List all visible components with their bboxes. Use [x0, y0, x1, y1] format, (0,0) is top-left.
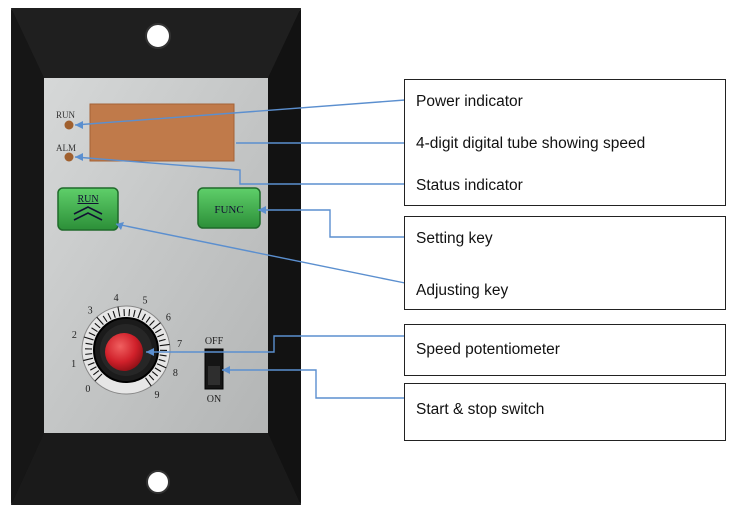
dial-tick	[156, 363, 167, 369]
leader-lines	[74, 99, 406, 399]
run-key[interactable]: RUN	[57, 187, 119, 231]
dial-tick	[159, 343, 170, 347]
indicator-callout-box	[404, 79, 726, 206]
dial-number-label: 4	[114, 293, 119, 304]
dial-number-label: 2	[72, 330, 77, 341]
dial-tick	[117, 306, 121, 317]
dial-number-label: 0	[85, 384, 90, 395]
alm-led	[64, 152, 74, 162]
dial-number-label: 7	[177, 339, 182, 350]
key-callout-box	[404, 216, 726, 310]
dial-tick	[158, 358, 166, 362]
setting-key-label: Setting key	[416, 230, 493, 247]
func-key-label: FUNC	[214, 204, 243, 216]
dial-tick	[85, 353, 93, 355]
dial-number-label: 6	[166, 313, 171, 324]
dial-number-label: 8	[173, 368, 178, 379]
dial-tick	[112, 310, 116, 318]
dial-tick	[83, 357, 94, 362]
run-led	[64, 120, 74, 130]
digital-tube-display	[90, 104, 234, 161]
speed-potentiometer-knob[interactable]	[105, 333, 143, 371]
dial-tick	[159, 354, 167, 357]
dial-tick	[145, 316, 151, 323]
switch-on-label: ON	[207, 394, 221, 405]
dial-number-label: 9	[154, 390, 159, 401]
dial-tick	[158, 338, 166, 342]
dial-tick	[83, 336, 94, 341]
dial-tick	[152, 322, 161, 330]
dial-number-label: 3	[88, 306, 93, 317]
dial-tick	[148, 374, 155, 381]
run-key-label: RUN	[77, 194, 98, 205]
switch-callout-box	[404, 383, 726, 441]
leader-arrowheads	[75, 121, 266, 374]
dial-tick	[88, 332, 96, 337]
dial-tick	[91, 327, 98, 333]
leader-status	[74, 156, 405, 185]
leader-adjusting	[115, 223, 406, 284]
dial-tick	[94, 322, 101, 329]
dial-tick	[128, 309, 131, 317]
dial-tick	[132, 309, 136, 317]
leader-switch	[222, 369, 405, 399]
run-led-label: RUN	[56, 110, 76, 120]
dial-tick	[151, 371, 159, 377]
dial-tick	[157, 333, 165, 338]
dial-tick	[149, 320, 155, 326]
up-chevron-icon	[73, 206, 103, 215]
dial-tick	[137, 308, 142, 319]
dial-number-label: 5	[142, 295, 147, 306]
start-stop-switch-label: Start & stop switch	[416, 401, 545, 418]
dial-tick	[145, 377, 152, 387]
top-mount-hole	[145, 23, 171, 49]
leader-setting	[258, 209, 405, 238]
dial-tick	[85, 342, 93, 345]
dial-number-label: 1	[71, 359, 76, 370]
dial-tick	[93, 370, 100, 376]
digital-tube-label: 4-digit digital tube showing speed	[416, 135, 646, 152]
alm-led-label: ALM	[56, 143, 76, 153]
start-stop-switch[interactable]: OFF ON	[204, 336, 224, 405]
speed-dial: 0 1 2 3 4 5 6 7 8 9	[71, 293, 182, 401]
leader-potentiometer	[146, 335, 405, 353]
dial-tick	[154, 367, 162, 372]
dial-tick	[96, 316, 104, 325]
speed-potentiometer-label: Speed potentiometer	[416, 341, 560, 358]
dial-tick	[141, 313, 146, 321]
switch-off-label: OFF	[205, 336, 224, 347]
dial-tick	[102, 315, 108, 323]
func-key[interactable]: FUNC	[197, 187, 261, 229]
dial-tick	[87, 362, 95, 366]
power-indicator-label: Power indicator	[416, 93, 523, 110]
dial-tick	[94, 373, 103, 382]
potentiometer-callout-box	[404, 324, 726, 376]
bottom-mount-hole	[146, 470, 170, 494]
dial-tick	[107, 312, 112, 320]
leader-power	[74, 99, 406, 126]
dial-tick	[90, 366, 97, 371]
status-indicator-label: Status indicator	[416, 177, 523, 194]
dial-tick	[154, 328, 162, 334]
adjusting-key-label: Adjusting key	[416, 282, 509, 299]
